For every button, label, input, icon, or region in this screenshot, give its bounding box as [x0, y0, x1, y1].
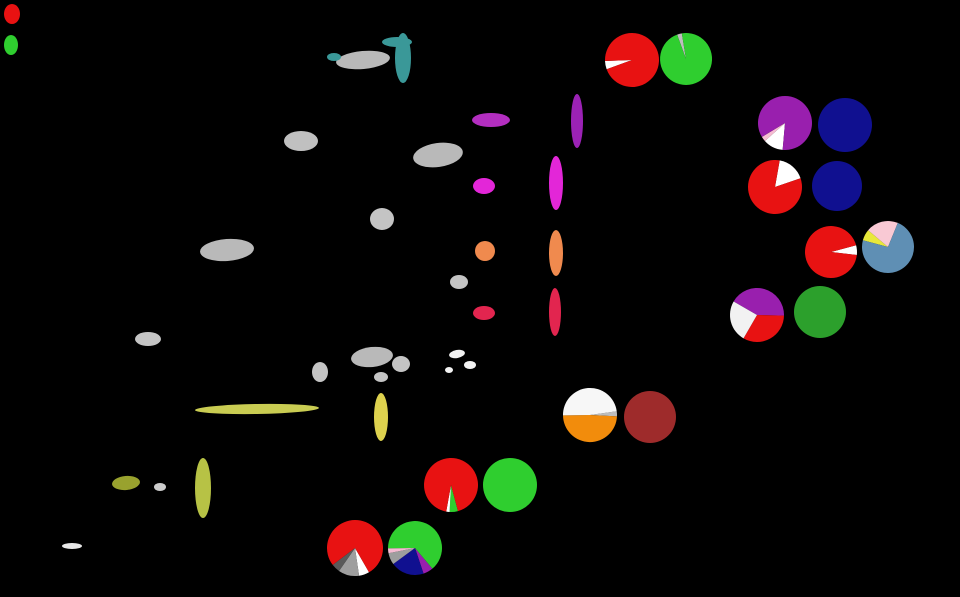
cluster-blob	[336, 50, 390, 70]
pie-slice	[730, 301, 757, 339]
pie-slice	[605, 33, 660, 88]
pie-1	[605, 33, 660, 88]
pie-2	[660, 32, 713, 85]
pie-slice	[393, 548, 424, 575]
cluster-blob	[312, 362, 328, 382]
cluster-blob	[62, 543, 82, 549]
pie-slice	[794, 286, 846, 338]
pie-slice	[387, 521, 442, 569]
cluster-blob	[135, 332, 161, 346]
pie-slice	[758, 96, 813, 151]
pie-5	[747, 159, 802, 214]
pie-slice	[388, 548, 415, 554]
cluster-blob	[382, 37, 412, 47]
pie-slice	[764, 123, 785, 150]
cluster-blob	[112, 475, 140, 491]
pie-slice	[339, 548, 360, 576]
cluster-blob	[374, 393, 388, 441]
pie-7	[805, 226, 858, 279]
pie-slice	[862, 230, 888, 247]
pie-slice	[868, 221, 898, 247]
cluster-blob	[445, 367, 453, 373]
pie-slice	[775, 160, 801, 187]
pie-slice	[677, 33, 686, 59]
pie-slice	[327, 520, 384, 573]
cluster-blob	[370, 208, 394, 230]
cluster-blob	[4, 35, 18, 55]
pie-slice	[332, 548, 355, 571]
pie-11	[562, 387, 618, 443]
pie-slice	[624, 391, 676, 443]
pie-slice	[563, 415, 617, 443]
pie-slice	[862, 222, 915, 274]
pie-15	[327, 520, 384, 576]
cluster-blob	[284, 131, 318, 151]
pie-16	[387, 521, 442, 575]
cluster-blob	[413, 142, 463, 168]
pie-4	[818, 98, 872, 152]
pie-slice	[590, 411, 618, 417]
cluster-blob	[549, 288, 561, 336]
pie-slice	[831, 245, 858, 255]
cluster-blob	[154, 483, 166, 491]
pie-slice	[733, 288, 784, 316]
pie-12	[624, 391, 676, 443]
pie-slice	[805, 226, 857, 279]
pie-slice	[761, 123, 785, 141]
pie-slice	[660, 32, 713, 85]
pie-slice	[388, 548, 415, 565]
pie-slice	[446, 485, 451, 512]
cluster-blob	[351, 346, 393, 368]
pie-slice	[355, 548, 369, 576]
pie-slice	[818, 98, 872, 152]
cluster-blob	[464, 361, 476, 369]
cluster-blob	[195, 458, 211, 518]
pie-6	[812, 161, 862, 211]
cluster-blob	[195, 403, 319, 415]
cluster-blob	[327, 53, 341, 61]
cluster-blob	[392, 356, 410, 372]
cluster-blob	[200, 238, 254, 262]
cluster-blob	[571, 94, 583, 148]
pie-9	[730, 288, 784, 342]
pie-3	[758, 96, 813, 151]
cluster-blob	[449, 349, 465, 359]
pie-10	[794, 286, 846, 338]
cluster-blob	[4, 4, 20, 24]
pie-slice	[605, 60, 632, 70]
cluster-blob	[549, 156, 563, 210]
pie-slice	[743, 315, 784, 342]
cluster-blob	[475, 241, 495, 261]
pie-13	[424, 457, 479, 512]
pie-slice	[747, 159, 802, 214]
cluster-blob	[374, 372, 388, 382]
cluster-blob	[450, 275, 468, 289]
pie-slice	[424, 457, 479, 512]
pie-14	[483, 458, 537, 512]
pie-slice	[483, 458, 537, 512]
pie-slice	[812, 161, 862, 211]
cluster-blob	[473, 178, 495, 194]
pie-slice	[562, 387, 617, 416]
pie-slice	[415, 548, 433, 574]
pie-8	[862, 221, 915, 274]
cluster-blob	[472, 113, 510, 127]
pie-slice	[449, 485, 458, 512]
cluster-blob	[549, 230, 563, 276]
cluster-blob	[473, 306, 495, 320]
